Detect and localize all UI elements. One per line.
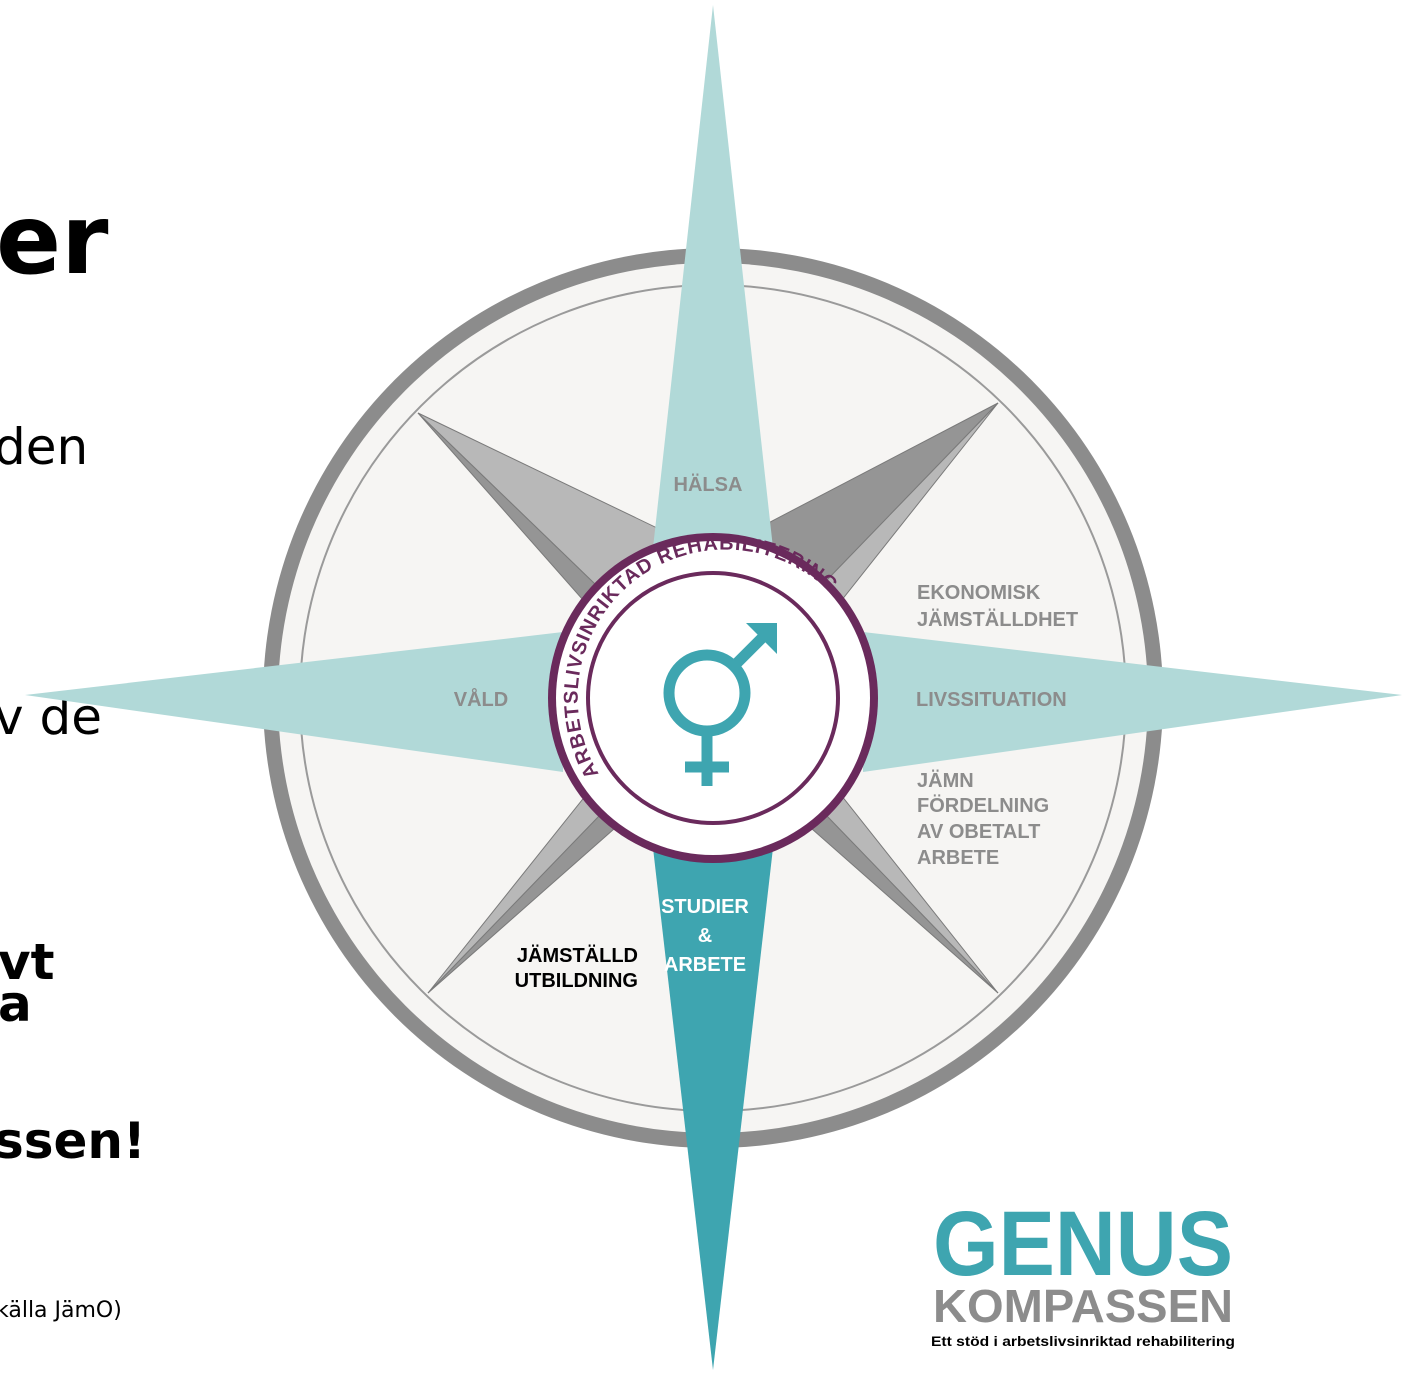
label-northeast-2: JÄMSTÄLLDHET [917, 608, 1078, 631]
compass-cardinal-points [25, 5, 1402, 1370]
label-northeast-1: EKONOMISK [917, 582, 1041, 604]
label-southeast-2: FÖRDELNING [917, 794, 1049, 817]
label-southeast-3: AV OBETALT [917, 821, 1040, 843]
label-south-1: STUDIER [661, 896, 749, 918]
label-southwest-1: JÄMSTÄLLD [517, 944, 638, 967]
slide-bold-fragment-1: vt [0, 933, 55, 991]
slide-heading-fragment: er [0, 184, 109, 296]
slide-text-fragment-1: den [0, 418, 89, 476]
label-south-3: ARBETE [664, 954, 746, 976]
logo-subtitle: KOMPASSEN [933, 1280, 1233, 1332]
label-north: HÄLSA [674, 473, 743, 496]
label-east: LIVSSITUATION [916, 689, 1067, 711]
logo-title: GENUS [933, 1193, 1233, 1295]
genus-kompassen-logo: GENUS KOMPASSEN Ett stöd i arbetslivsinr… [931, 1193, 1235, 1349]
label-southeast-1: JÄMN [917, 769, 974, 792]
center-ring-inner [556, 541, 870, 855]
label-southwest-2: UTBILDNING [515, 970, 638, 992]
gender-symbol-icon [663, 623, 777, 786]
point-north [653, 5, 773, 548]
point-west [25, 632, 563, 772]
slide-bold-fragment-3: ssen! [0, 1112, 146, 1170]
label-west: VÅLD [454, 687, 508, 711]
point-south [653, 848, 773, 1370]
center-inner-circle [586, 571, 840, 825]
source-note: källa JämO) [0, 1298, 122, 1323]
logo-tagline: Ett stöd i arbetslivsinriktad rehabilite… [931, 1333, 1235, 1349]
point-east [863, 632, 1402, 772]
label-south-2: & [698, 925, 712, 947]
label-southeast-4: ARBETE [917, 847, 999, 869]
slide-bold-fragment-2: a [0, 975, 32, 1033]
